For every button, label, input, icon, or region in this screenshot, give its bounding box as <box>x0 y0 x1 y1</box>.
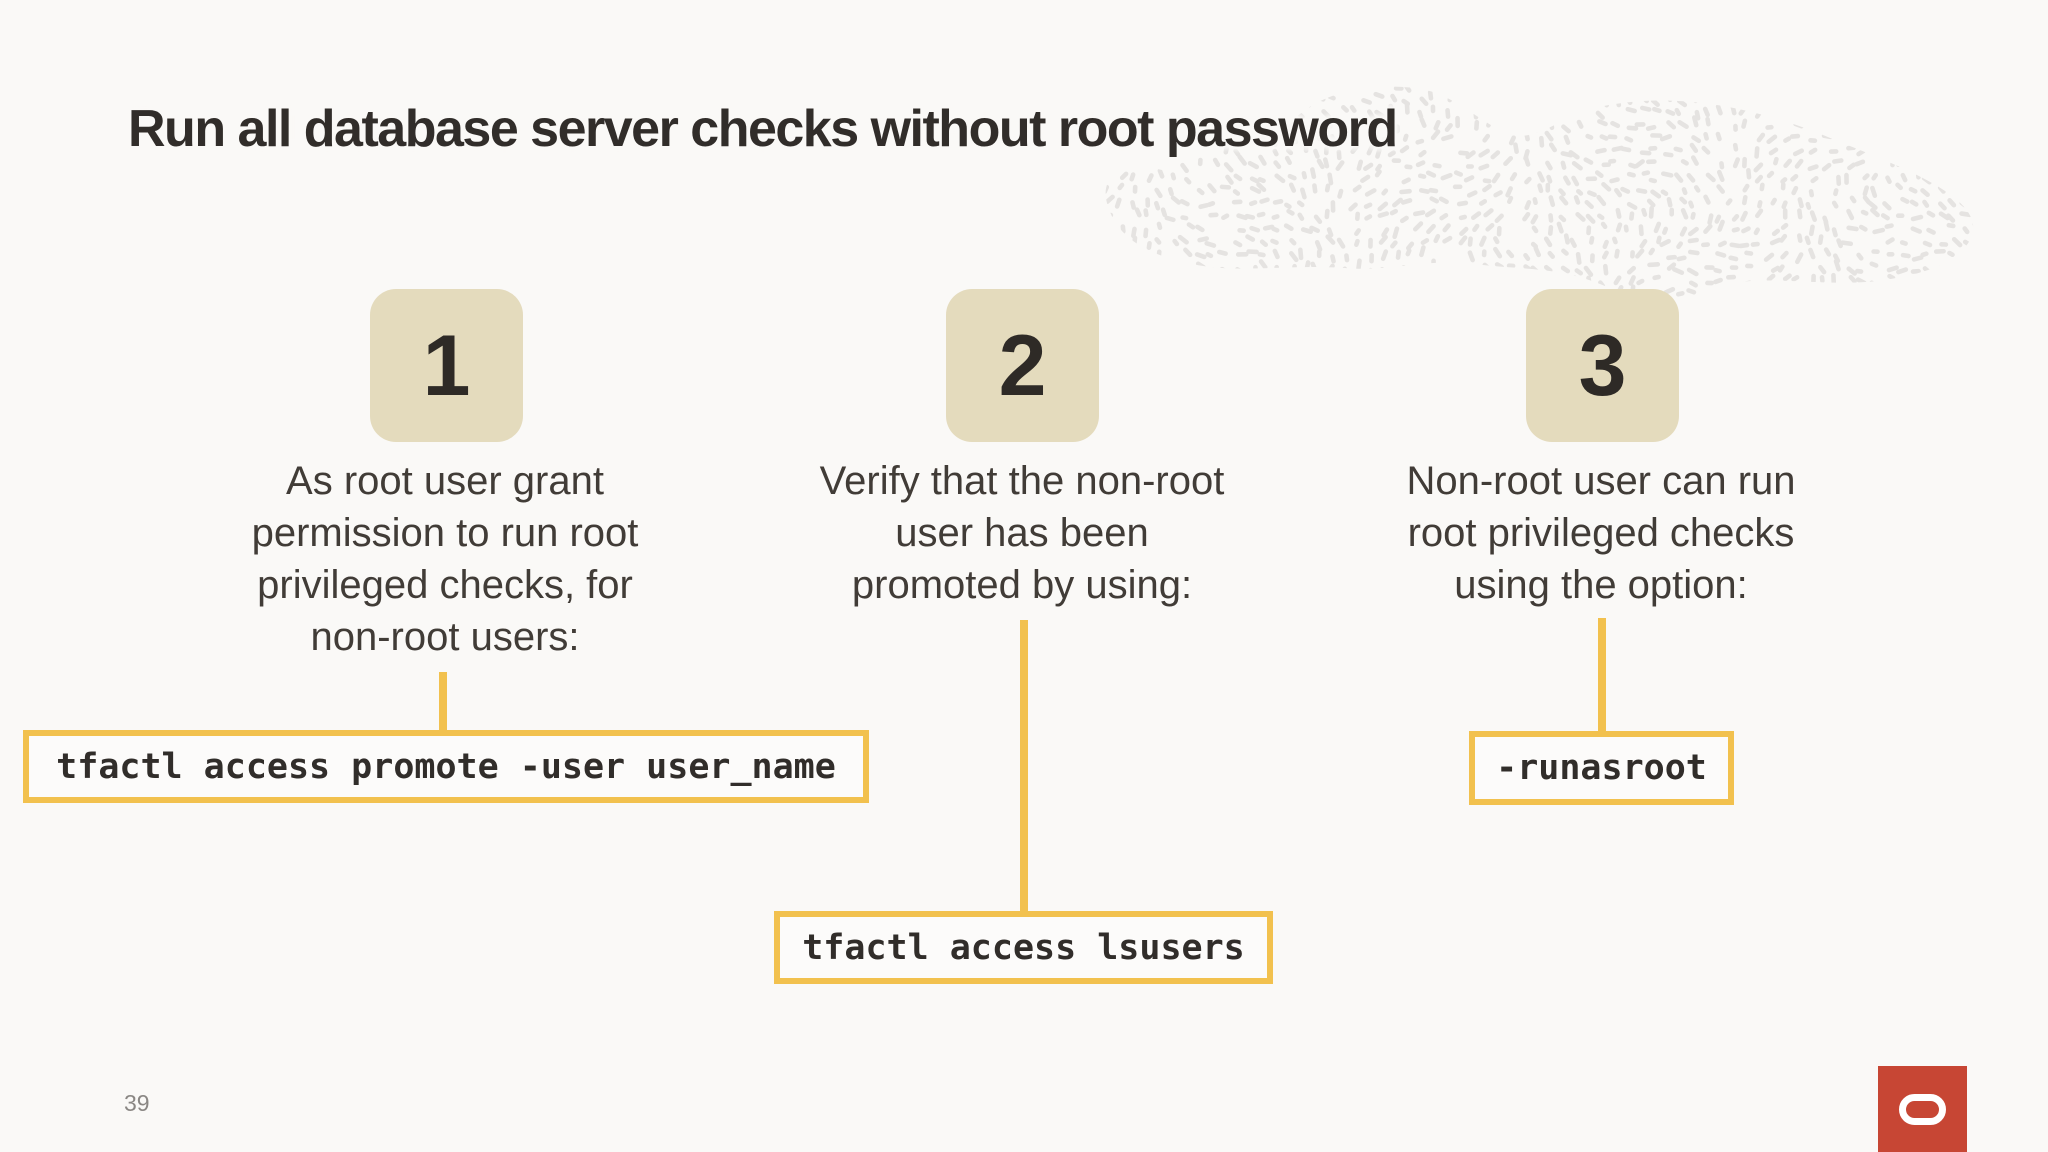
connector-line-step-1 <box>439 672 447 734</box>
step-1-description: As root user grant permission to run roo… <box>185 455 705 663</box>
step-2-description: Verify that the non-root user has been p… <box>762 455 1282 611</box>
command-text: tfactl access lsusers <box>802 927 1245 968</box>
description-line: privileged checks, for <box>257 563 633 607</box>
command-text: tfactl access promote -user user_name <box>56 746 836 787</box>
description-line: Non-root user can run <box>1406 459 1796 503</box>
command-text: -runasroot <box>1496 748 1707 788</box>
slide-title: Run all database server checks without r… <box>128 100 1398 158</box>
oracle-o-icon <box>1899 1093 1946 1125</box>
description-line: user has been <box>895 511 1149 555</box>
oracle-logo <box>1878 1066 1967 1152</box>
connector-line-step-3 <box>1598 618 1606 736</box>
step-1-number-badge: 1 <box>370 289 523 442</box>
step-3-number: 3 <box>1578 317 1627 414</box>
step-2-number-badge: 2 <box>946 289 1099 442</box>
description-line: Verify that the non-root <box>819 459 1225 503</box>
command-box-step-3: -runasroot <box>1469 731 1734 805</box>
step-3-description: Non-root user can run root privileged ch… <box>1341 455 1861 611</box>
command-box-step-1: tfactl access promote -user user_name <box>23 730 869 803</box>
step-2-number: 2 <box>998 317 1047 414</box>
description-line: non-root users: <box>310 615 580 659</box>
connector-line-step-2 <box>1020 620 1028 915</box>
description-line: permission to run root <box>251 511 639 555</box>
description-line: As root user grant <box>286 459 604 503</box>
step-1-number: 1 <box>422 317 471 414</box>
description-line: promoted by using: <box>851 563 1193 607</box>
description-line: root privileged checks <box>1407 511 1795 555</box>
step-3-number-badge: 3 <box>1526 289 1679 442</box>
description-line: using the option: <box>1454 563 1748 607</box>
command-box-step-2: tfactl access lsusers <box>774 911 1273 984</box>
page-number: 39 <box>124 1090 150 1116</box>
fingerprint-texture <box>1105 86 1974 299</box>
